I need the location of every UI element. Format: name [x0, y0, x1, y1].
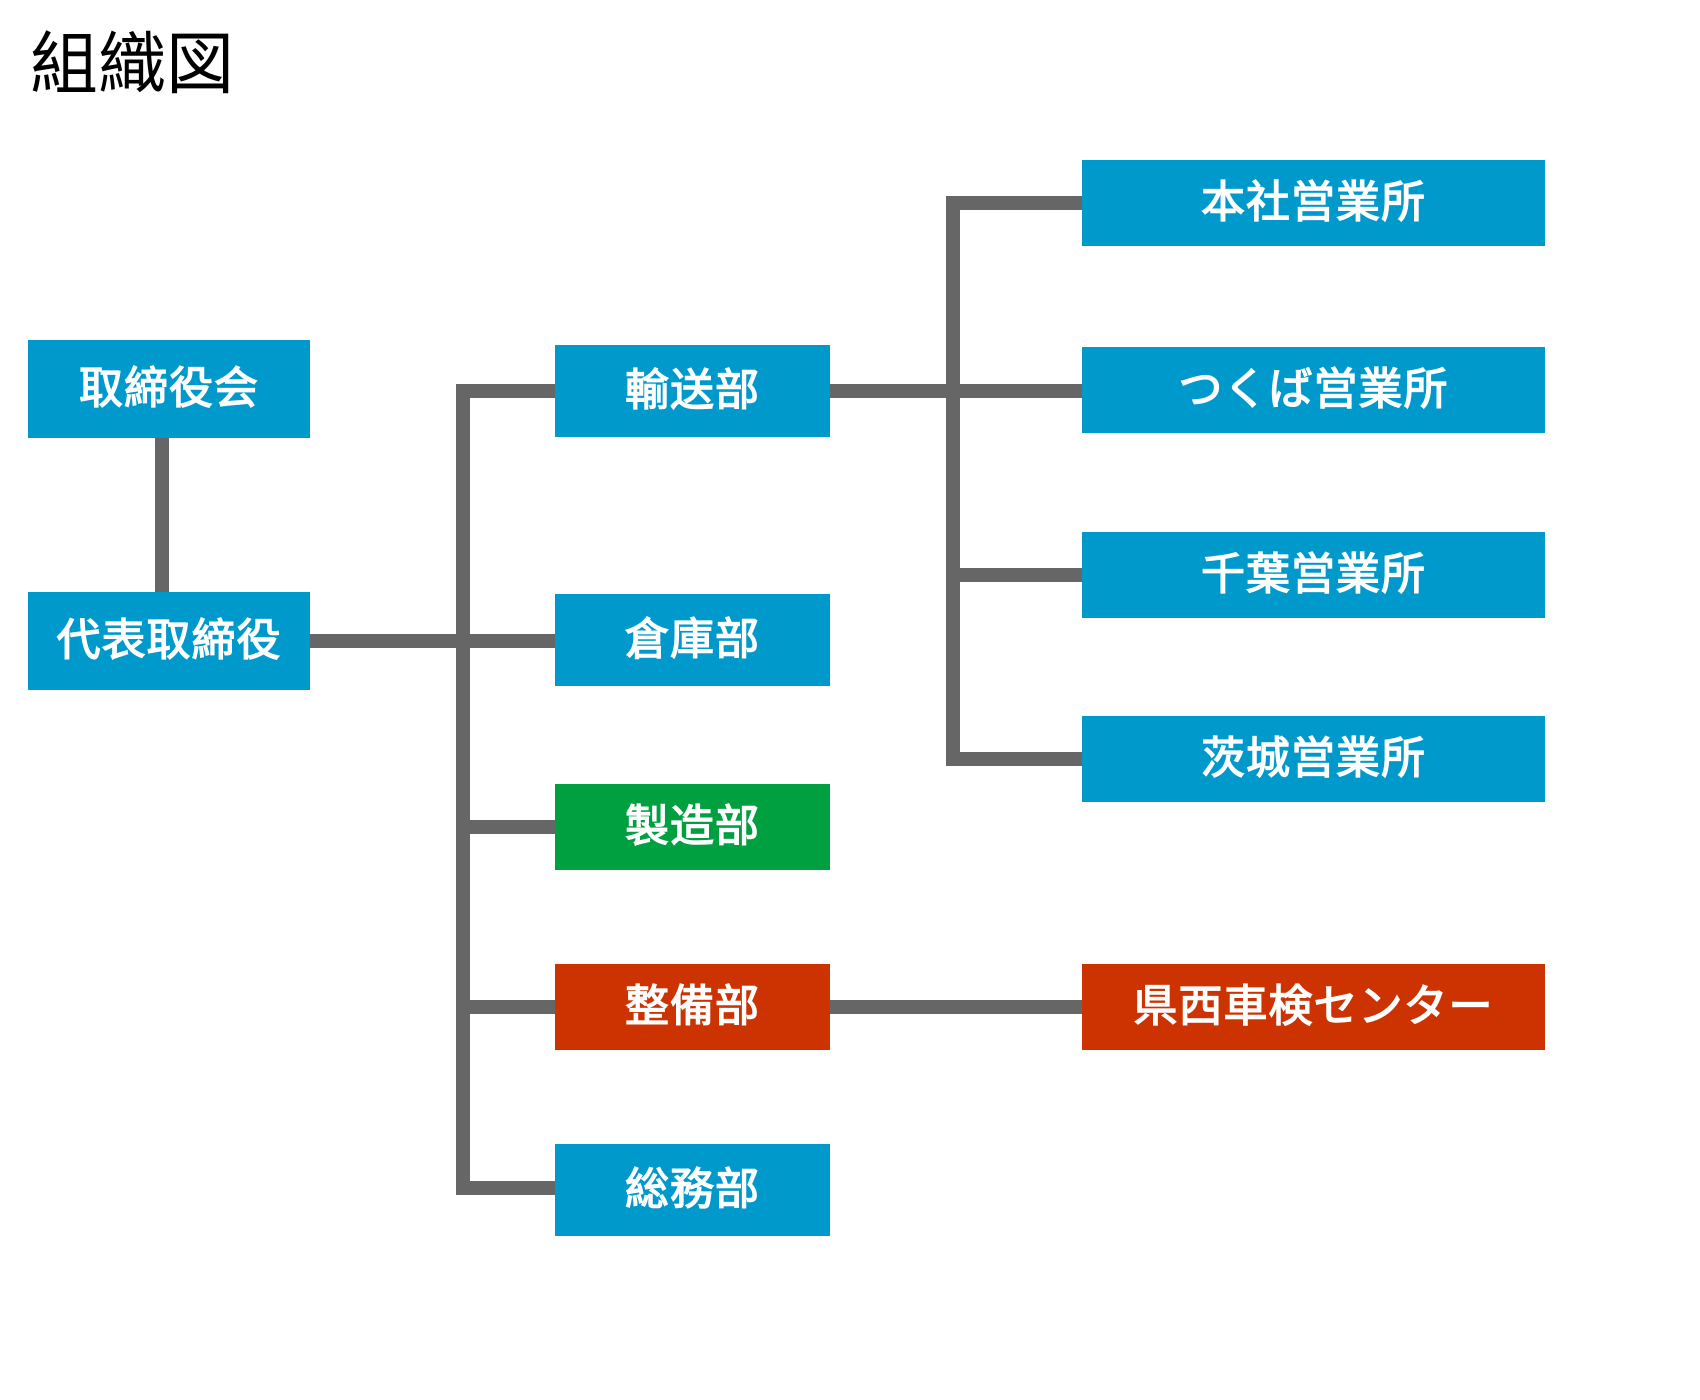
node-label-ibaraki: 茨城営業所: [1201, 733, 1426, 784]
page-title: 組織図: [30, 26, 235, 105]
node-label-ceo: 代表取締役: [56, 615, 282, 666]
node-label-tsukuba: つくば営業所: [1178, 364, 1449, 415]
node-honsha-sales-office[interactable]: 本社営業所: [1082, 160, 1545, 246]
node-general-affairs-department[interactable]: 総務部: [555, 1144, 830, 1236]
connector-branch-to-ibaraki: [946, 752, 1091, 766]
connector-maintenance-to-kensei: [830, 1000, 1090, 1014]
connector-branch-to-honsha: [946, 196, 1091, 210]
node-tsukuba-sales-office[interactable]: つくば営業所: [1082, 347, 1545, 433]
node-board-of-directors[interactable]: 取締役会: [28, 340, 310, 438]
node-label-warehouse: 倉庫部: [625, 614, 760, 665]
connector-spine-to-transport: [456, 384, 561, 398]
node-label-chiba: 千葉営業所: [1201, 549, 1426, 600]
node-kensei-vehicle-inspection-center[interactable]: 県西車検センター: [1082, 964, 1545, 1050]
node-manufacturing-department[interactable]: 製造部: [555, 784, 830, 870]
node-label-maintenance: 整備部: [625, 981, 760, 1032]
connector-ceo-stub: [310, 634, 470, 648]
connector-spine-to-general-affairs: [456, 1181, 561, 1195]
node-label-manufacturing: 製造部: [625, 801, 760, 852]
node-label-kensei: 県西車検センター: [1133, 981, 1494, 1032]
node-label-board: 取締役会: [79, 363, 259, 414]
node-warehouse-department[interactable]: 倉庫部: [555, 594, 830, 686]
node-label-general-affairs: 総務部: [625, 1164, 760, 1215]
node-representative-director[interactable]: 代表取締役: [28, 592, 310, 690]
connector-spine-to-manufacturing: [456, 820, 561, 834]
connector-department-spine: [456, 384, 470, 1195]
connector-transport-stub: [830, 384, 960, 398]
node-ibaraki-sales-office[interactable]: 茨城営業所: [1082, 716, 1545, 802]
connector-branch-to-chiba: [946, 568, 1091, 582]
connector-spine-to-maintenance: [456, 1000, 561, 1014]
connector-board-to-ceo: [155, 438, 169, 594]
connector-branch-spine: [946, 196, 960, 766]
connector-branch-to-tsukuba: [946, 384, 1091, 398]
connector-spine-to-warehouse: [456, 634, 561, 648]
node-label-transport: 輸送部: [625, 365, 760, 416]
node-chiba-sales-office[interactable]: 千葉営業所: [1082, 532, 1545, 618]
node-transport-department[interactable]: 輸送部: [555, 345, 830, 437]
node-maintenance-department[interactable]: 整備部: [555, 964, 830, 1050]
node-label-honsha: 本社営業所: [1201, 177, 1426, 228]
